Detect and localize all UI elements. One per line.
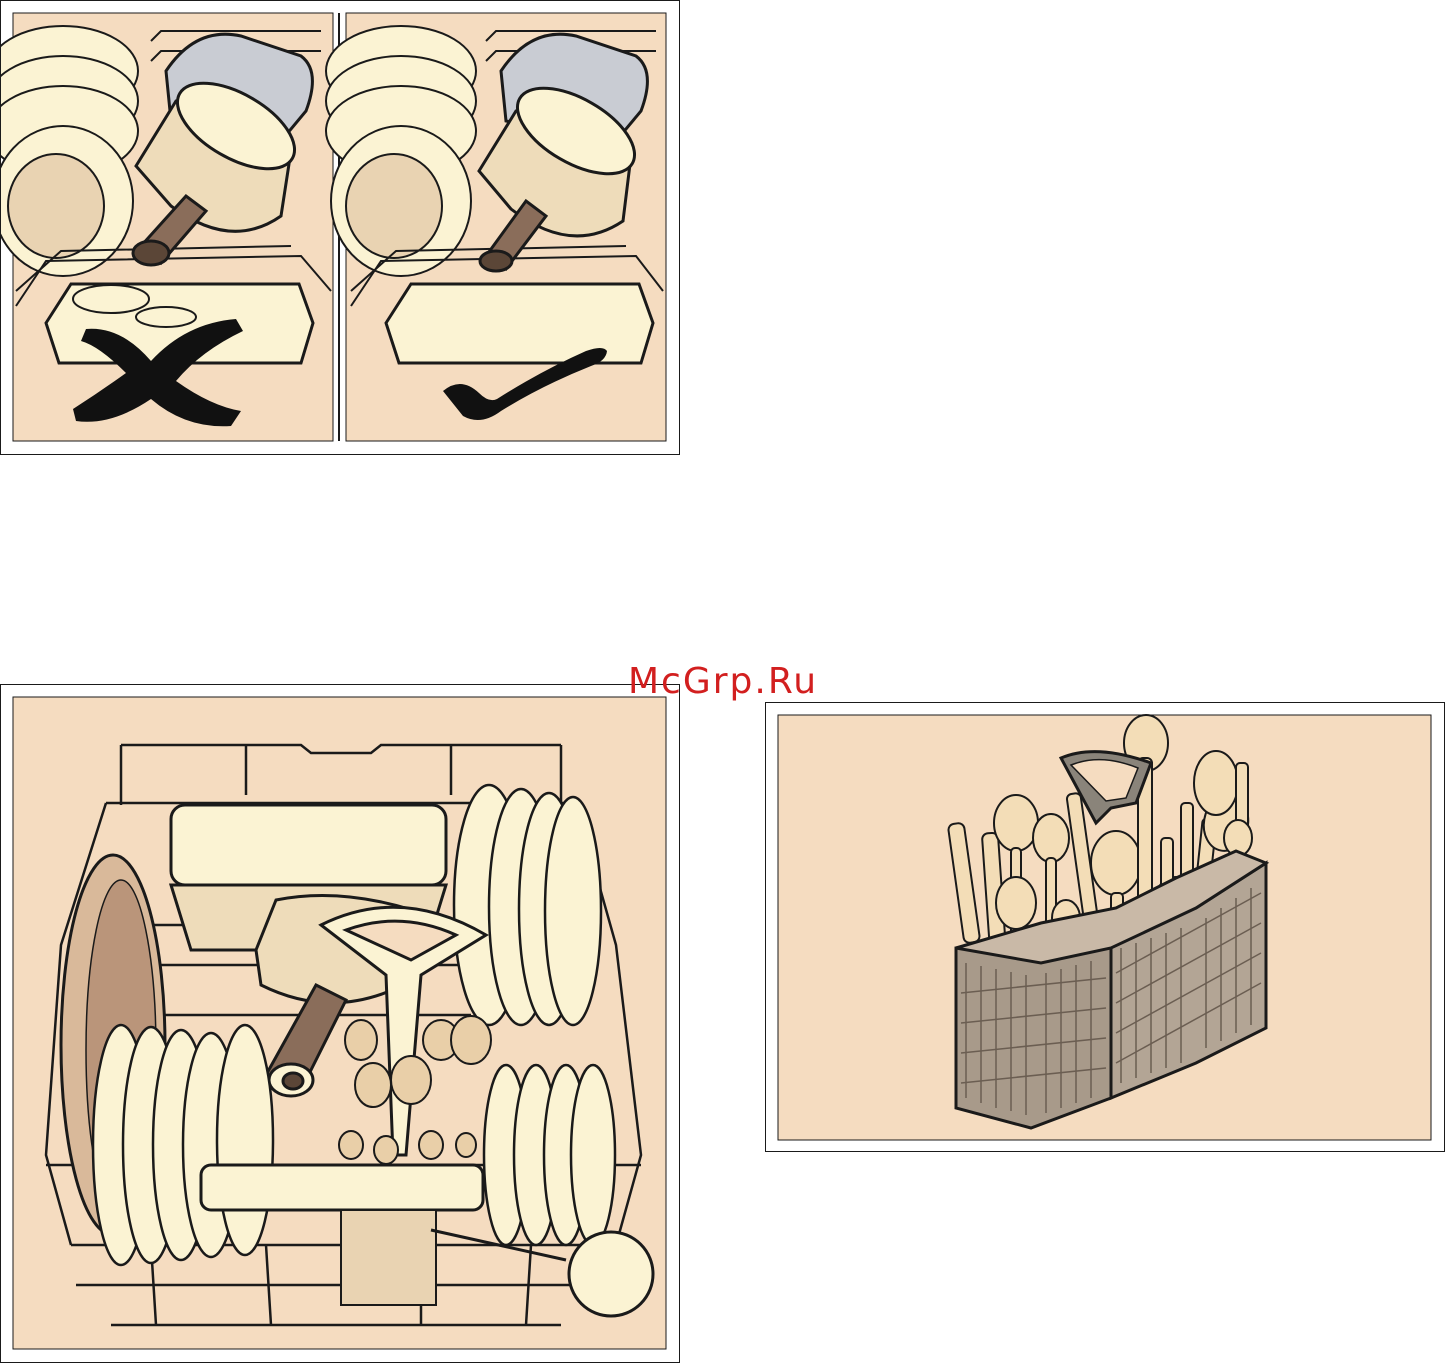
plates-front-left: [93, 1025, 273, 1265]
plates-back-right: [454, 785, 601, 1025]
loading-comparison-illustration: [1, 1, 678, 453]
right-loading-panel: [326, 13, 666, 441]
figure-cutlery-basket: [765, 702, 1445, 1152]
cup-tray: [201, 1165, 483, 1210]
watermark-text: McGrp.Ru: [628, 660, 818, 704]
figure-loading-comparison: [0, 0, 680, 455]
figure-upper-basket: [0, 684, 680, 1363]
cutlery-basket-illustration: [766, 703, 1443, 1150]
plates-left: [1, 26, 138, 276]
detail-callout-circle: [569, 1232, 653, 1316]
wrong-loading-panel: [1, 13, 333, 441]
plates-front-right: [484, 1065, 615, 1245]
upper-basket-illustration: [1, 685, 678, 1361]
